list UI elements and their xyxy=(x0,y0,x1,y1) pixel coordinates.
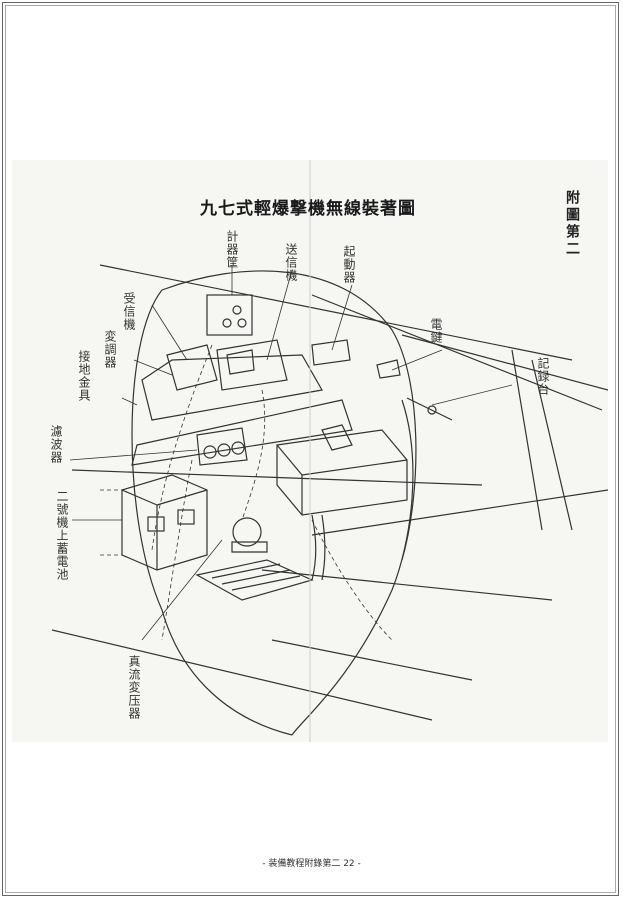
figure-title: 九七式輕爆撃機無線裝著圖 xyxy=(200,199,416,219)
meter-box-shape xyxy=(206,294,253,336)
receiver-shape xyxy=(166,344,218,391)
converter-shape xyxy=(232,517,262,547)
starter-shape xyxy=(311,339,351,366)
label-receiver: 受信機 xyxy=(122,292,136,331)
equipment-shelf xyxy=(131,399,353,466)
label-key: 電鍵 xyxy=(429,318,443,344)
label-meter-box: 計器筐 xyxy=(225,230,239,269)
fuselage-top-arc xyxy=(161,270,417,561)
aircraft-interior-illustration xyxy=(51,160,608,742)
transmitter-shape xyxy=(216,339,288,391)
label-tuner: 変調器 xyxy=(103,330,117,369)
telegraph-key-shape xyxy=(376,359,401,379)
recorder-desk xyxy=(276,429,408,516)
upper-shelf xyxy=(141,354,323,421)
meter-dial-2 xyxy=(222,318,232,328)
label-filter: 濾波器 xyxy=(49,425,63,464)
label-converter: 真流変压器 xyxy=(127,655,141,720)
meter-dial-1 xyxy=(232,305,242,315)
appendix-label: 附圖第二 xyxy=(564,190,580,258)
page-frame-inner xyxy=(5,5,616,893)
fuselage-left-arc xyxy=(131,289,293,736)
meter-dial-3 xyxy=(237,318,247,328)
label-recorder-stand: 記録台 xyxy=(536,357,550,396)
floor-grate xyxy=(195,559,314,601)
label-ground-fitting: 接地金具 xyxy=(77,350,91,402)
fuselage-right-arc xyxy=(291,399,414,736)
filter-shape xyxy=(196,427,248,466)
upper-stringer xyxy=(99,264,573,361)
page-footer: - 装備教程附錄第二 22 - xyxy=(262,859,361,869)
label-transmitter: 送信機 xyxy=(284,243,298,282)
label-battery: 二號機上蓄電池 xyxy=(55,490,69,581)
label-starter: 起動器 xyxy=(342,245,356,284)
scanned-figure xyxy=(12,160,608,742)
